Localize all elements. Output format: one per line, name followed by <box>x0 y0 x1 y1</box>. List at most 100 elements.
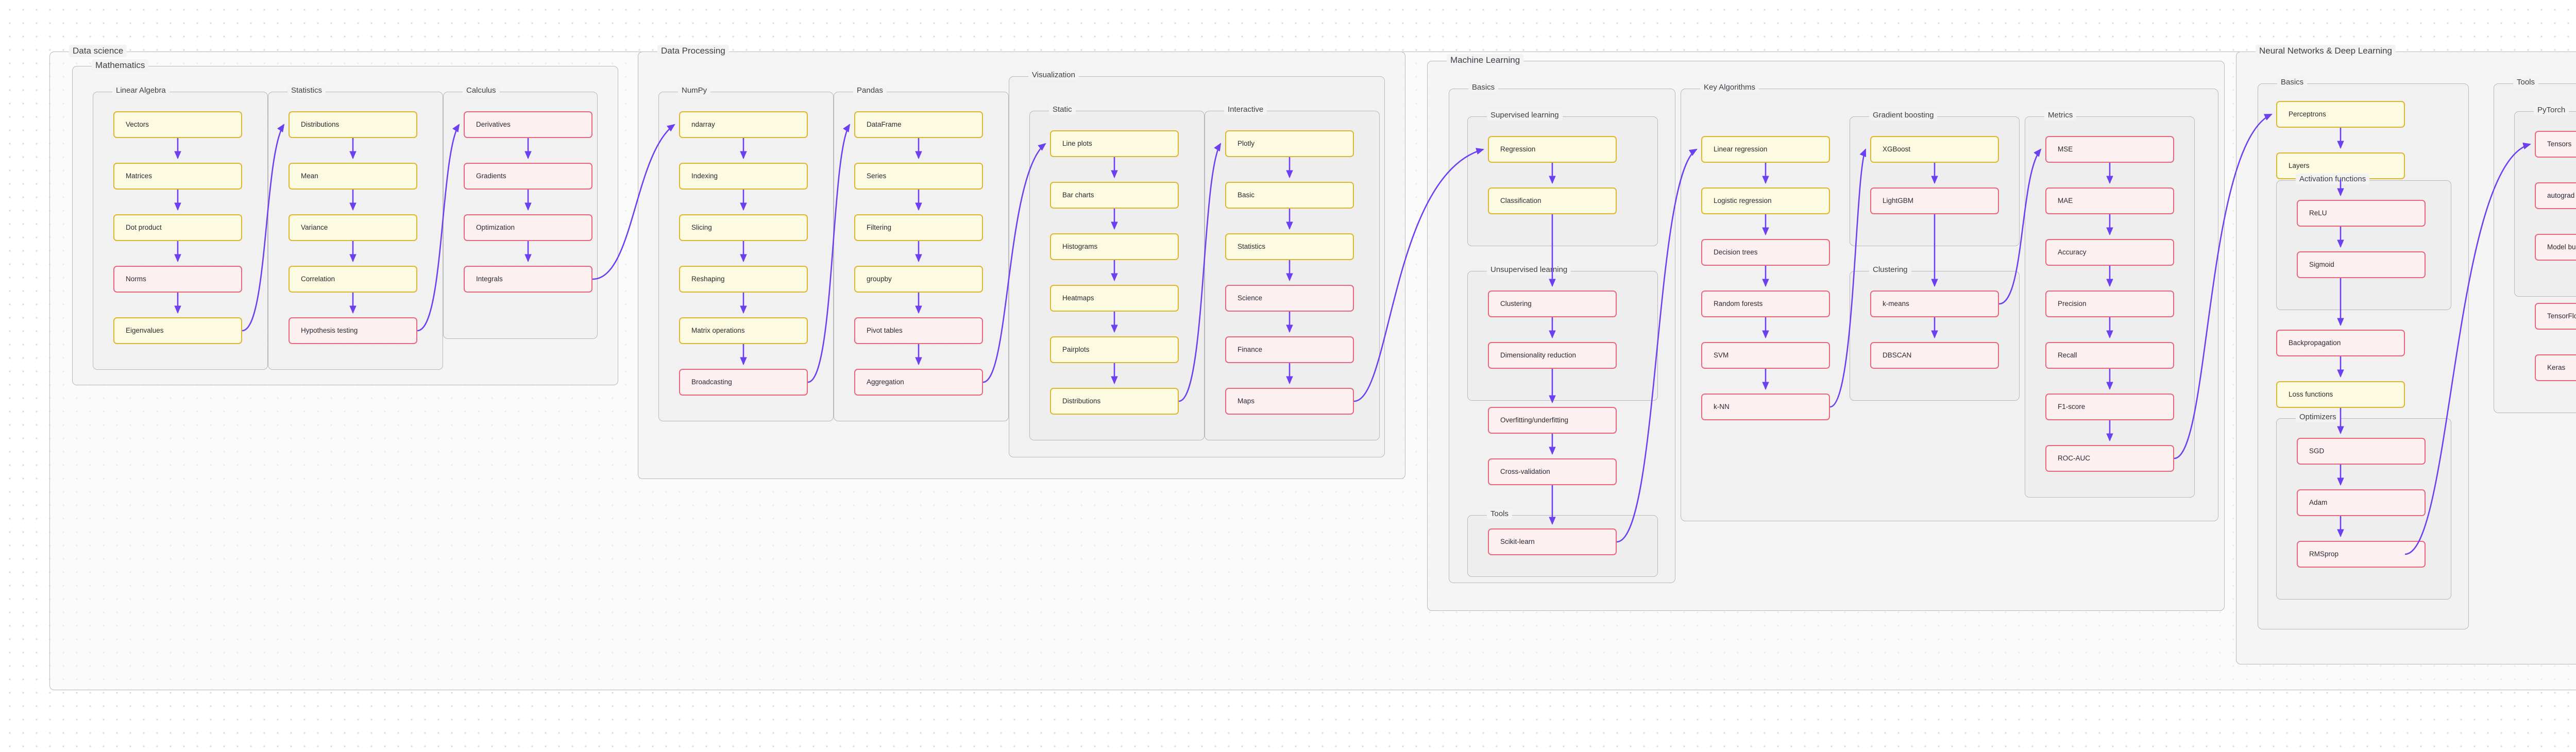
node-sigmoid[interactable]: Sigmoid <box>2297 251 2426 278</box>
node-dataframe[interactable]: DataFrame <box>854 111 983 138</box>
cluster-label-mltools: Tools <box>1487 508 1513 520</box>
node-svm[interactable]: SVM <box>1701 342 1830 369</box>
node-optimization[interactable]: Optimization <box>464 214 592 241</box>
node-adam[interactable]: Adam <box>2297 489 2426 516</box>
cluster-label-unsupervised: Unsupervised learning <box>1487 264 1571 276</box>
node-overfitting-underfitting[interactable]: Overfitting/underfitting <box>1488 407 1617 434</box>
node-gradients[interactable]: Gradients <box>464 163 592 190</box>
cluster-label-calculus: Calculus <box>463 85 500 96</box>
node-reshaping[interactable]: Reshaping <box>679 266 808 293</box>
node-k-nn[interactable]: k-NN <box>1701 394 1830 420</box>
node-dot-product[interactable]: Dot product <box>113 214 242 241</box>
node-mse[interactable]: MSE <box>2045 136 2174 163</box>
node-pivot-tables[interactable]: Pivot tables <box>854 317 983 344</box>
node-classification[interactable]: Classification <box>1488 187 1617 214</box>
cluster-label-optimizers: Optimizers <box>2296 412 2340 423</box>
node-heatmaps[interactable]: Heatmaps <box>1050 285 1179 312</box>
node-pairplots[interactable]: Pairplots <box>1050 336 1179 363</box>
cluster-label-nntools: Tools <box>2513 77 2539 88</box>
node-dimensionality-reduction[interactable]: Dimensionality reduction <box>1488 342 1617 369</box>
node-logistic-regression[interactable]: Logistic regression <box>1701 187 1830 214</box>
cluster-label-mlbasics: Basics <box>1468 82 1499 93</box>
cluster-label-activation: Activation functions <box>2296 174 2370 185</box>
node-random-forests[interactable]: Random forests <box>1701 290 1830 317</box>
node-eigenvalues[interactable]: Eigenvalues <box>113 317 242 344</box>
node-derivatives[interactable]: Derivatives <box>464 111 592 138</box>
cluster-label-keyalgo: Key Algorithms <box>1700 82 1759 93</box>
cluster-label-interactive: Interactive <box>1224 104 1267 115</box>
node-rmsprop[interactable]: RMSprop <box>2297 541 2426 568</box>
cluster-label-static: Static <box>1049 104 1076 115</box>
node-relu[interactable]: ReLU <box>2297 200 2426 227</box>
node-filtering[interactable]: Filtering <box>854 214 983 241</box>
node-sgd[interactable]: SGD <box>2297 438 2426 465</box>
cluster-label-nnbasics: Basics <box>2277 77 2308 88</box>
node-loss-functions[interactable]: Loss functions <box>2276 381 2405 408</box>
node-model-building[interactable]: Model building <box>2535 234 2576 261</box>
node-keras[interactable]: Keras <box>2535 354 2576 381</box>
cluster-label-numpy: NumPy <box>678 85 711 96</box>
cluster-label-math: Mathematics <box>92 59 149 72</box>
node-integrals[interactable]: Integrals <box>464 266 592 293</box>
node-vectors[interactable]: Vectors <box>113 111 242 138</box>
node-variance[interactable]: Variance <box>289 214 417 241</box>
cluster-label-pytorch: PyTorch <box>2534 105 2569 116</box>
node-tensors[interactable]: Tensors <box>2535 131 2576 158</box>
cluster-label-gboost: Gradient boosting <box>1869 110 1938 121</box>
node-norms[interactable]: Norms <box>113 266 242 293</box>
node-aggregation[interactable]: Aggregation <box>854 369 983 396</box>
node-decision-trees[interactable]: Decision trees <box>1701 239 1830 266</box>
node-plotly[interactable]: Plotly <box>1225 130 1354 157</box>
node-line-plots[interactable]: Line plots <box>1050 130 1179 157</box>
node-dbscan[interactable]: DBSCAN <box>1870 342 1999 369</box>
node-ndarray[interactable]: ndarray <box>679 111 808 138</box>
node-regression[interactable]: Regression <box>1488 136 1617 163</box>
node-clustering[interactable]: Clustering <box>1488 290 1617 317</box>
node-k-means[interactable]: k-means <box>1870 290 1999 317</box>
node-slicing[interactable]: Slicing <box>679 214 808 241</box>
node-tensorflow[interactable]: TensorFlow <box>2535 303 2576 330</box>
cluster-label-ml: Machine Learning <box>1447 54 1524 66</box>
node-backpropagation[interactable]: Backpropagation <box>2276 330 2405 356</box>
node-broadcasting[interactable]: Broadcasting <box>679 369 808 396</box>
node-science[interactable]: Science <box>1225 285 1354 312</box>
node-perceptrons[interactable]: Perceptrons <box>2276 101 2405 128</box>
node-groupby[interactable]: groupby <box>854 266 983 293</box>
node-xgboost[interactable]: XGBoost <box>1870 136 1999 163</box>
node-basic[interactable]: Basic <box>1225 182 1354 209</box>
node-distributions[interactable]: Distributions <box>289 111 417 138</box>
cluster-label-linalg: Linear Algebra <box>112 85 170 96</box>
node-mae[interactable]: MAE <box>2045 187 2174 214</box>
node-accuracy[interactable]: Accuracy <box>2045 239 2174 266</box>
node-indexing[interactable]: Indexing <box>679 163 808 190</box>
node-autograd[interactable]: autograd <box>2535 182 2576 209</box>
node-cross-validation[interactable]: Cross-validation <box>1488 458 1617 485</box>
node-distributions[interactable]: Distributions <box>1050 388 1179 415</box>
cluster-label-supervised: Supervised learning <box>1487 110 1563 121</box>
node-bar-charts[interactable]: Bar charts <box>1050 182 1179 209</box>
node-statistics[interactable]: Statistics <box>1225 233 1354 260</box>
cluster-label-clustering: Clustering <box>1869 264 1911 276</box>
node-matrices[interactable]: Matrices <box>113 163 242 190</box>
node-finance[interactable]: Finance <box>1225 336 1354 363</box>
node-f1-score[interactable]: F1-score <box>2045 394 2174 420</box>
node-correlation[interactable]: Correlation <box>289 266 417 293</box>
node-series[interactable]: Series <box>854 163 983 190</box>
node-matrix-operations[interactable]: Matrix operations <box>679 317 808 344</box>
node-histograms[interactable]: Histograms <box>1050 233 1179 260</box>
node-scikit-learn[interactable]: Scikit-learn <box>1488 528 1617 555</box>
cluster-label-metrics: Metrics <box>2044 110 2077 121</box>
node-mean[interactable]: Mean <box>289 163 417 190</box>
node-hypothesis-testing[interactable]: Hypothesis testing <box>289 317 417 344</box>
cluster-label-pandas: Pandas <box>853 85 887 96</box>
cluster-label-dataproc: Data Processing <box>657 45 729 57</box>
node-lightgbm[interactable]: LightGBM <box>1870 187 1999 214</box>
cluster-label-nn: Neural Networks & Deep Learning <box>2256 45 2396 57</box>
node-recall[interactable]: Recall <box>2045 342 2174 369</box>
node-precision[interactable]: Precision <box>2045 290 2174 317</box>
node-roc-auc[interactable]: ROC-AUC <box>2045 445 2174 472</box>
cluster-label-viz: Visualization <box>1028 70 1079 81</box>
cluster-label-stats: Statistics <box>287 85 326 96</box>
node-maps[interactable]: Maps <box>1225 388 1354 415</box>
node-linear-regression[interactable]: Linear regression <box>1701 136 1830 163</box>
